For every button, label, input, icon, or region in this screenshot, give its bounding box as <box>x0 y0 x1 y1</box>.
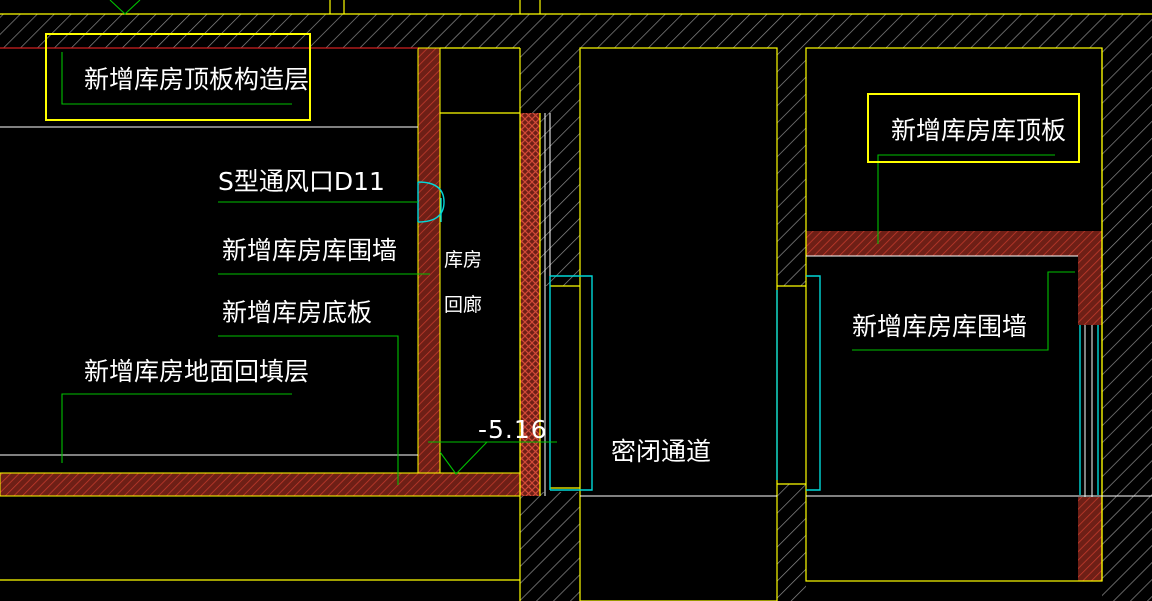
soil-hatch <box>0 14 1152 601</box>
label-corridor-line1: 库房 <box>444 249 482 271</box>
label-ventilation-opening: S型通风口D11 <box>218 167 385 196</box>
label-airtight-passage: 密闭通道 <box>611 437 711 466</box>
label-warehouse-wall-right: 新增库房库围墙 <box>852 312 1027 341</box>
label-warehouse-floor-slab: 新增库房底板 <box>222 298 372 327</box>
label-roof-construction-layer: 新增库房顶板构造层 <box>84 65 309 94</box>
text-labels: 新增库房顶板构造层 S型通风口D11 新增库房库围墙 新增库房底板 新增库房地面… <box>84 65 1066 466</box>
door-frames <box>417 181 1099 495</box>
label-warehouse-roof-slab: 新增库房库顶板 <box>891 116 1066 145</box>
label-ground-backfill-layer: 新增库房地面回填层 <box>84 357 309 386</box>
leader-lines <box>61 0 1075 485</box>
label-warehouse-wall-left: 新增库房库围墙 <box>222 236 397 265</box>
label-corridor-line2: 回廊 <box>444 294 482 316</box>
label-frames <box>45 33 1080 163</box>
vent-opening-icon <box>417 181 445 223</box>
warehouse-walls <box>0 47 1102 581</box>
white-lines <box>0 113 1152 497</box>
label-elevation-mark: -5.16 <box>478 415 548 444</box>
